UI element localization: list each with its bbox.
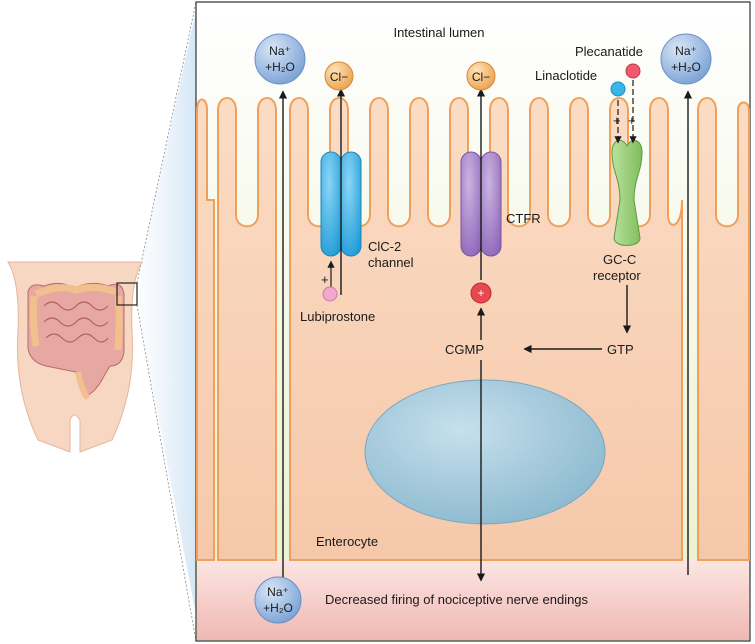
svg-text:Na⁺: Na⁺ [267,585,289,599]
plecanatide-label: Plecanatide [575,44,643,59]
enterocyte-label: Enterocyte [316,534,378,549]
inset-highlight-box [116,282,138,306]
clc2-label-line2: channel [368,255,414,270]
svg-text:+: + [477,286,484,300]
zoom-line-bottom [136,304,197,642]
clc2-label-line1: ClC-2 [368,239,401,254]
gcc-label-line2: receptor [593,268,641,283]
svg-text:Na⁺: Na⁺ [269,44,291,58]
plecanatide-plus-marker: + [628,113,636,128]
svg-text:Cl−: Cl− [472,70,490,84]
na-ion-right: Na⁺ +H₂O [660,33,712,85]
linaclotide-plus-marker: + [613,113,621,128]
cgmp-activation-badge: + [470,282,492,304]
lumen-label: Intestinal lumen [393,25,484,40]
na-ion-bottom: Na⁺ +H₂O [254,576,302,624]
na-ion-left: Na⁺ +H₂O [254,33,306,85]
cftr-channel [460,151,502,257]
gtp-label: GTP [607,342,634,357]
gcc-receptor [611,139,643,246]
linaclotide-label: Linaclotide [535,68,597,83]
lubiprostone-label: Lubiprostone [300,309,375,324]
svg-text:Na⁺: Na⁺ [675,44,697,58]
cftr-label: CTFR [506,211,541,226]
svg-text:Cl−: Cl− [330,70,348,84]
lower-torso-intestine-icon [7,261,143,453]
zoom-beam [137,10,196,615]
clc2-channel [320,151,362,257]
gcc-label-line1: GC-C [603,252,636,267]
enterocyte-cell-wall [196,98,215,561]
cl-ion-left: Cl− [324,61,354,91]
cgmp-label: CGMP [445,342,484,357]
svg-text:+H₂O: +H₂O [671,60,701,74]
cl-ion-right: Cl− [466,61,496,91]
main-panel: Na⁺ +H₂O Na⁺ +H₂O Na⁺ +H₂O Cl− Cl− + [195,1,751,642]
lubiprostone-molecule [322,286,338,302]
nerve-label: Decreased firing of nociceptive nerve en… [325,592,589,607]
lubiprostone-plus-marker: + [321,272,329,287]
enterocyte-cell-right [697,97,750,561]
svg-text:+H₂O: +H₂O [263,601,293,615]
cell-nucleus-icon [364,379,606,525]
enterocyte-cell-left [217,97,277,561]
plecanatide-molecule [625,63,641,79]
svg-text:+H₂O: +H₂O [265,60,295,74]
linaclotide-molecule [610,81,626,97]
